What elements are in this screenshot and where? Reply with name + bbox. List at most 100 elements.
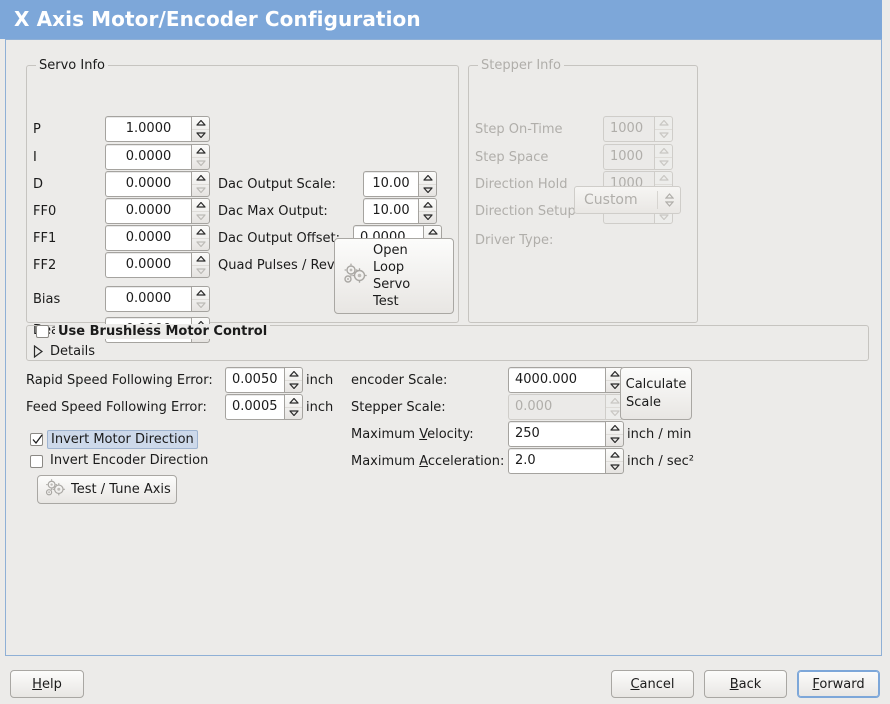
feed-following-error-value[interactable]: 0.0005 (225, 394, 284, 420)
dac-output-scale-value[interactable]: 10.00 (363, 171, 418, 197)
spin-down-icon[interactable] (192, 298, 209, 312)
open-loop-line-3: Servo (373, 277, 411, 292)
open-loop-line-2: Loop (373, 260, 405, 275)
dac-output-scale-spinbuttons[interactable] (418, 171, 437, 197)
spin-down-icon[interactable] (606, 433, 623, 447)
maximum-velocity-value[interactable]: 250 (508, 421, 605, 447)
use-brushless-motor-control-checkbox[interactable] (36, 325, 49, 338)
maximum-acceleration-spinbuttons[interactable] (605, 448, 624, 474)
spin-down-icon[interactable] (285, 379, 302, 393)
spin-up-icon[interactable] (192, 226, 209, 238)
spin-up-icon[interactable] (192, 172, 209, 184)
max-velocity-label-pre: Maximum (351, 427, 420, 442)
servo-input-bias[interactable]: 0.0000 (105, 286, 210, 312)
spin-down-icon[interactable] (285, 406, 302, 420)
servo-input-p-spinbuttons[interactable] (191, 116, 210, 142)
servo-input-p[interactable]: 1.0000 (105, 116, 210, 142)
stepper-info-legend: Stepper Info (478, 58, 564, 73)
spin-up-icon[interactable] (424, 226, 441, 238)
spin-up-icon[interactable] (606, 368, 623, 380)
spin-up-icon[interactable] (285, 395, 302, 407)
spin-down-icon[interactable] (192, 183, 209, 197)
rapid-following-error-spinbuttons[interactable] (284, 367, 303, 393)
servo-input-p-value[interactable]: 1.0000 (105, 116, 191, 142)
chevron-right-icon[interactable] (33, 344, 44, 362)
servo-input-ff1[interactable]: 0.0000 (105, 225, 210, 251)
servo-input-ff1-value[interactable]: 0.0000 (105, 225, 191, 251)
spin-up-icon[interactable] (419, 199, 436, 211)
stepper-scale-input: 0.000 (508, 394, 624, 420)
help-button[interactable]: Help (10, 670, 84, 698)
servo-input-i-spinbuttons[interactable] (191, 144, 210, 170)
servo-input-ff2-value[interactable]: 0.0000 (105, 252, 191, 278)
max-velocity-label-mnemonic: V (419, 427, 428, 442)
spin-down-icon[interactable] (192, 237, 209, 251)
use-brushless-motor-control-label[interactable]: Use Brushless Motor Control (55, 324, 271, 339)
encoder-scale-value[interactable]: 4000.000 (508, 367, 605, 393)
spin-down-icon[interactable] (192, 156, 209, 170)
spin-up-icon[interactable] (285, 368, 302, 380)
spin-up-icon[interactable] (606, 422, 623, 434)
forward-button[interactable]: Forward (797, 670, 880, 698)
servo-input-ff2[interactable]: 0.0000 (105, 252, 210, 278)
spin-up-icon[interactable] (192, 145, 209, 157)
servo-input-ff0-value[interactable]: 0.0000 (105, 198, 191, 224)
invert-motor-direction-label[interactable]: Invert Motor Direction (47, 430, 198, 449)
calculate-scale-button[interactable]: Calculate Scale (620, 367, 692, 420)
back-mnemonic: B (729, 676, 739, 692)
servo-input-ff1-spinbuttons[interactable] (191, 225, 210, 251)
spin-up-icon[interactable] (192, 253, 209, 265)
servo-input-ff2-spinbuttons[interactable] (191, 252, 210, 278)
spin-down-icon[interactable] (192, 264, 209, 278)
dac-max-output-value[interactable]: 10.00 (363, 198, 418, 224)
spin-up-icon[interactable] (192, 199, 209, 211)
invert-encoder-direction-checkbox[interactable] (30, 455, 43, 468)
spin-down-icon[interactable] (606, 460, 623, 474)
servo-input-ff0[interactable]: 0.0000 (105, 198, 210, 224)
servo-input-d[interactable]: 0.0000 (105, 171, 210, 197)
cancel-button[interactable]: Cancel (611, 670, 694, 698)
maximum-velocity-input[interactable]: 250 (508, 421, 624, 447)
spin-down-icon[interactable] (192, 210, 209, 224)
servo-input-bias-spinbuttons[interactable] (191, 286, 210, 312)
dac-max-output-spinbuttons[interactable] (418, 198, 437, 224)
feed-following-error-spinbuttons[interactable] (284, 394, 303, 420)
spin-down-icon[interactable] (192, 128, 209, 142)
max-accel-label-pre: Maximum (351, 454, 420, 469)
dac-max-output-input[interactable]: 10.00 (363, 198, 437, 224)
step-on-time-label: Step On-Time (475, 122, 563, 137)
details-expander-label[interactable]: Details (50, 344, 96, 359)
spin-up-icon[interactable] (419, 172, 436, 184)
feed-following-error-input[interactable]: 0.0005 (225, 394, 303, 420)
servo-input-i-value[interactable]: 0.0000 (105, 144, 191, 170)
driver-type-label: Driver Type: (475, 233, 554, 248)
dac-max-output-label: Dac Max Output: (218, 204, 328, 219)
servo-input-ff0-spinbuttons[interactable] (191, 198, 210, 224)
back-button[interactable]: Back (704, 670, 787, 698)
maximum-acceleration-input[interactable]: 2.0 (508, 448, 624, 474)
spin-up-icon[interactable] (192, 287, 209, 299)
dac-output-scale-input[interactable]: 10.00 (363, 171, 437, 197)
servo-input-d-value[interactable]: 0.0000 (105, 171, 191, 197)
spin-up-icon[interactable] (192, 117, 209, 129)
rapid-following-error-value[interactable]: 0.0050 (225, 367, 284, 393)
spin-up-icon[interactable] (606, 449, 623, 461)
step-on-time-input: 1000 (603, 116, 673, 142)
invert-motor-direction-checkbox[interactable] (30, 433, 43, 446)
servo-input-bias-value[interactable]: 0.0000 (105, 286, 191, 312)
servo-label-i: I (33, 150, 37, 165)
spin-down-icon[interactable] (419, 210, 436, 224)
invert-encoder-direction-label[interactable]: Invert Encoder Direction (50, 453, 209, 468)
rapid-following-error-input[interactable]: 0.0050 (225, 367, 303, 393)
encoder-scale-input[interactable]: 4000.000 (508, 367, 624, 393)
stepper-scale-value: 0.000 (508, 394, 605, 420)
maximum-acceleration-value[interactable]: 2.0 (508, 448, 605, 474)
spin-down-icon[interactable] (419, 183, 436, 197)
main-content-panel: Servo Info P I D FF0 FF1 FF2 Bias Deadba… (5, 39, 882, 656)
servo-input-i[interactable]: 0.0000 (105, 144, 210, 170)
servo-input-d-spinbuttons[interactable] (191, 171, 210, 197)
test-tune-axis-button[interactable]: Test / Tune Axis (37, 475, 177, 504)
maximum-velocity-spinbuttons[interactable] (605, 421, 624, 447)
spin-down-icon[interactable] (606, 379, 623, 393)
open-loop-servo-test-button[interactable]: Open Loop Servo Test (334, 238, 454, 314)
